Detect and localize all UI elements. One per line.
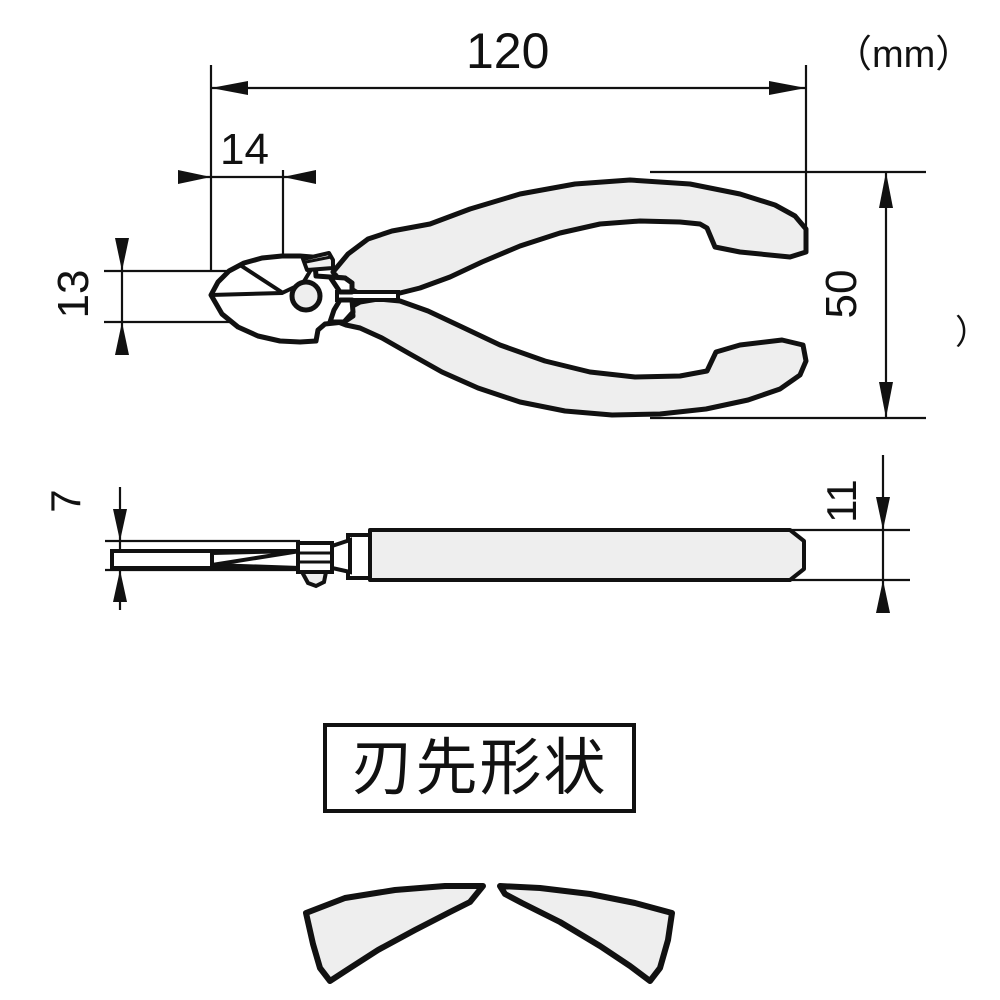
blade-tip-profile-shape: [303, 883, 675, 984]
head-wedge-lower: [327, 297, 356, 325]
arrowhead-11-top: [876, 497, 890, 530]
head-wedge-upper: [327, 274, 355, 295]
dimension-label-11: 11: [818, 479, 865, 523]
unit-label-mm: （mm）: [834, 34, 974, 76]
side-view-bevel-line: [211, 549, 301, 567]
side-view-shoulder: [330, 537, 352, 575]
stray-paren-mark: ）: [955, 314, 989, 352]
side-view-pivot-nut: [298, 570, 329, 589]
arrowhead-120-left: [211, 81, 248, 95]
side-view-handle-grip: [368, 528, 806, 582]
dimension-label-50: 50: [817, 269, 866, 319]
dimension-label-7: 7: [42, 489, 89, 513]
dimension-label-13: 13: [49, 269, 98, 319]
side-view-pivot-block: [296, 541, 334, 574]
blade-shape-callout-box: 刃先形状: [323, 723, 636, 813]
arrowhead-7-bottom: [113, 570, 127, 602]
arrowhead-14-left: [178, 170, 211, 184]
arrowhead-120-right: [769, 81, 806, 95]
dimension-label-120: 120: [466, 23, 550, 79]
pliers-top-view: [208, 177, 809, 418]
latch-detail-line: [305, 255, 332, 264]
arrowhead-13-bottom: [115, 322, 129, 355]
dimension-lines-top-view: [104, 65, 926, 420]
arrowhead-50-top: [879, 172, 893, 208]
jaw-upper-profile-line: [238, 263, 285, 295]
arrowhead-14-right: [283, 170, 316, 184]
dimension-arrowheads-side-view: [113, 497, 890, 613]
pivot-rivet: [289, 279, 323, 313]
blade-shape-callout-label: 刃先形状: [351, 731, 608, 804]
lower-handle-grip: [330, 296, 809, 418]
pliers-side-view: [110, 528, 806, 589]
upper-handle-grip: [330, 177, 809, 299]
arrowhead-11-bottom: [876, 580, 890, 613]
blade-tip-profile-diagram: [303, 883, 675, 984]
dimension-arrowheads-top-view: [115, 81, 893, 418]
dimension-label-14: 14: [220, 125, 269, 174]
arrowhead-50-bottom: [879, 382, 893, 418]
arrowhead-7-top: [113, 509, 127, 541]
arrowhead-13-top: [115, 238, 129, 271]
